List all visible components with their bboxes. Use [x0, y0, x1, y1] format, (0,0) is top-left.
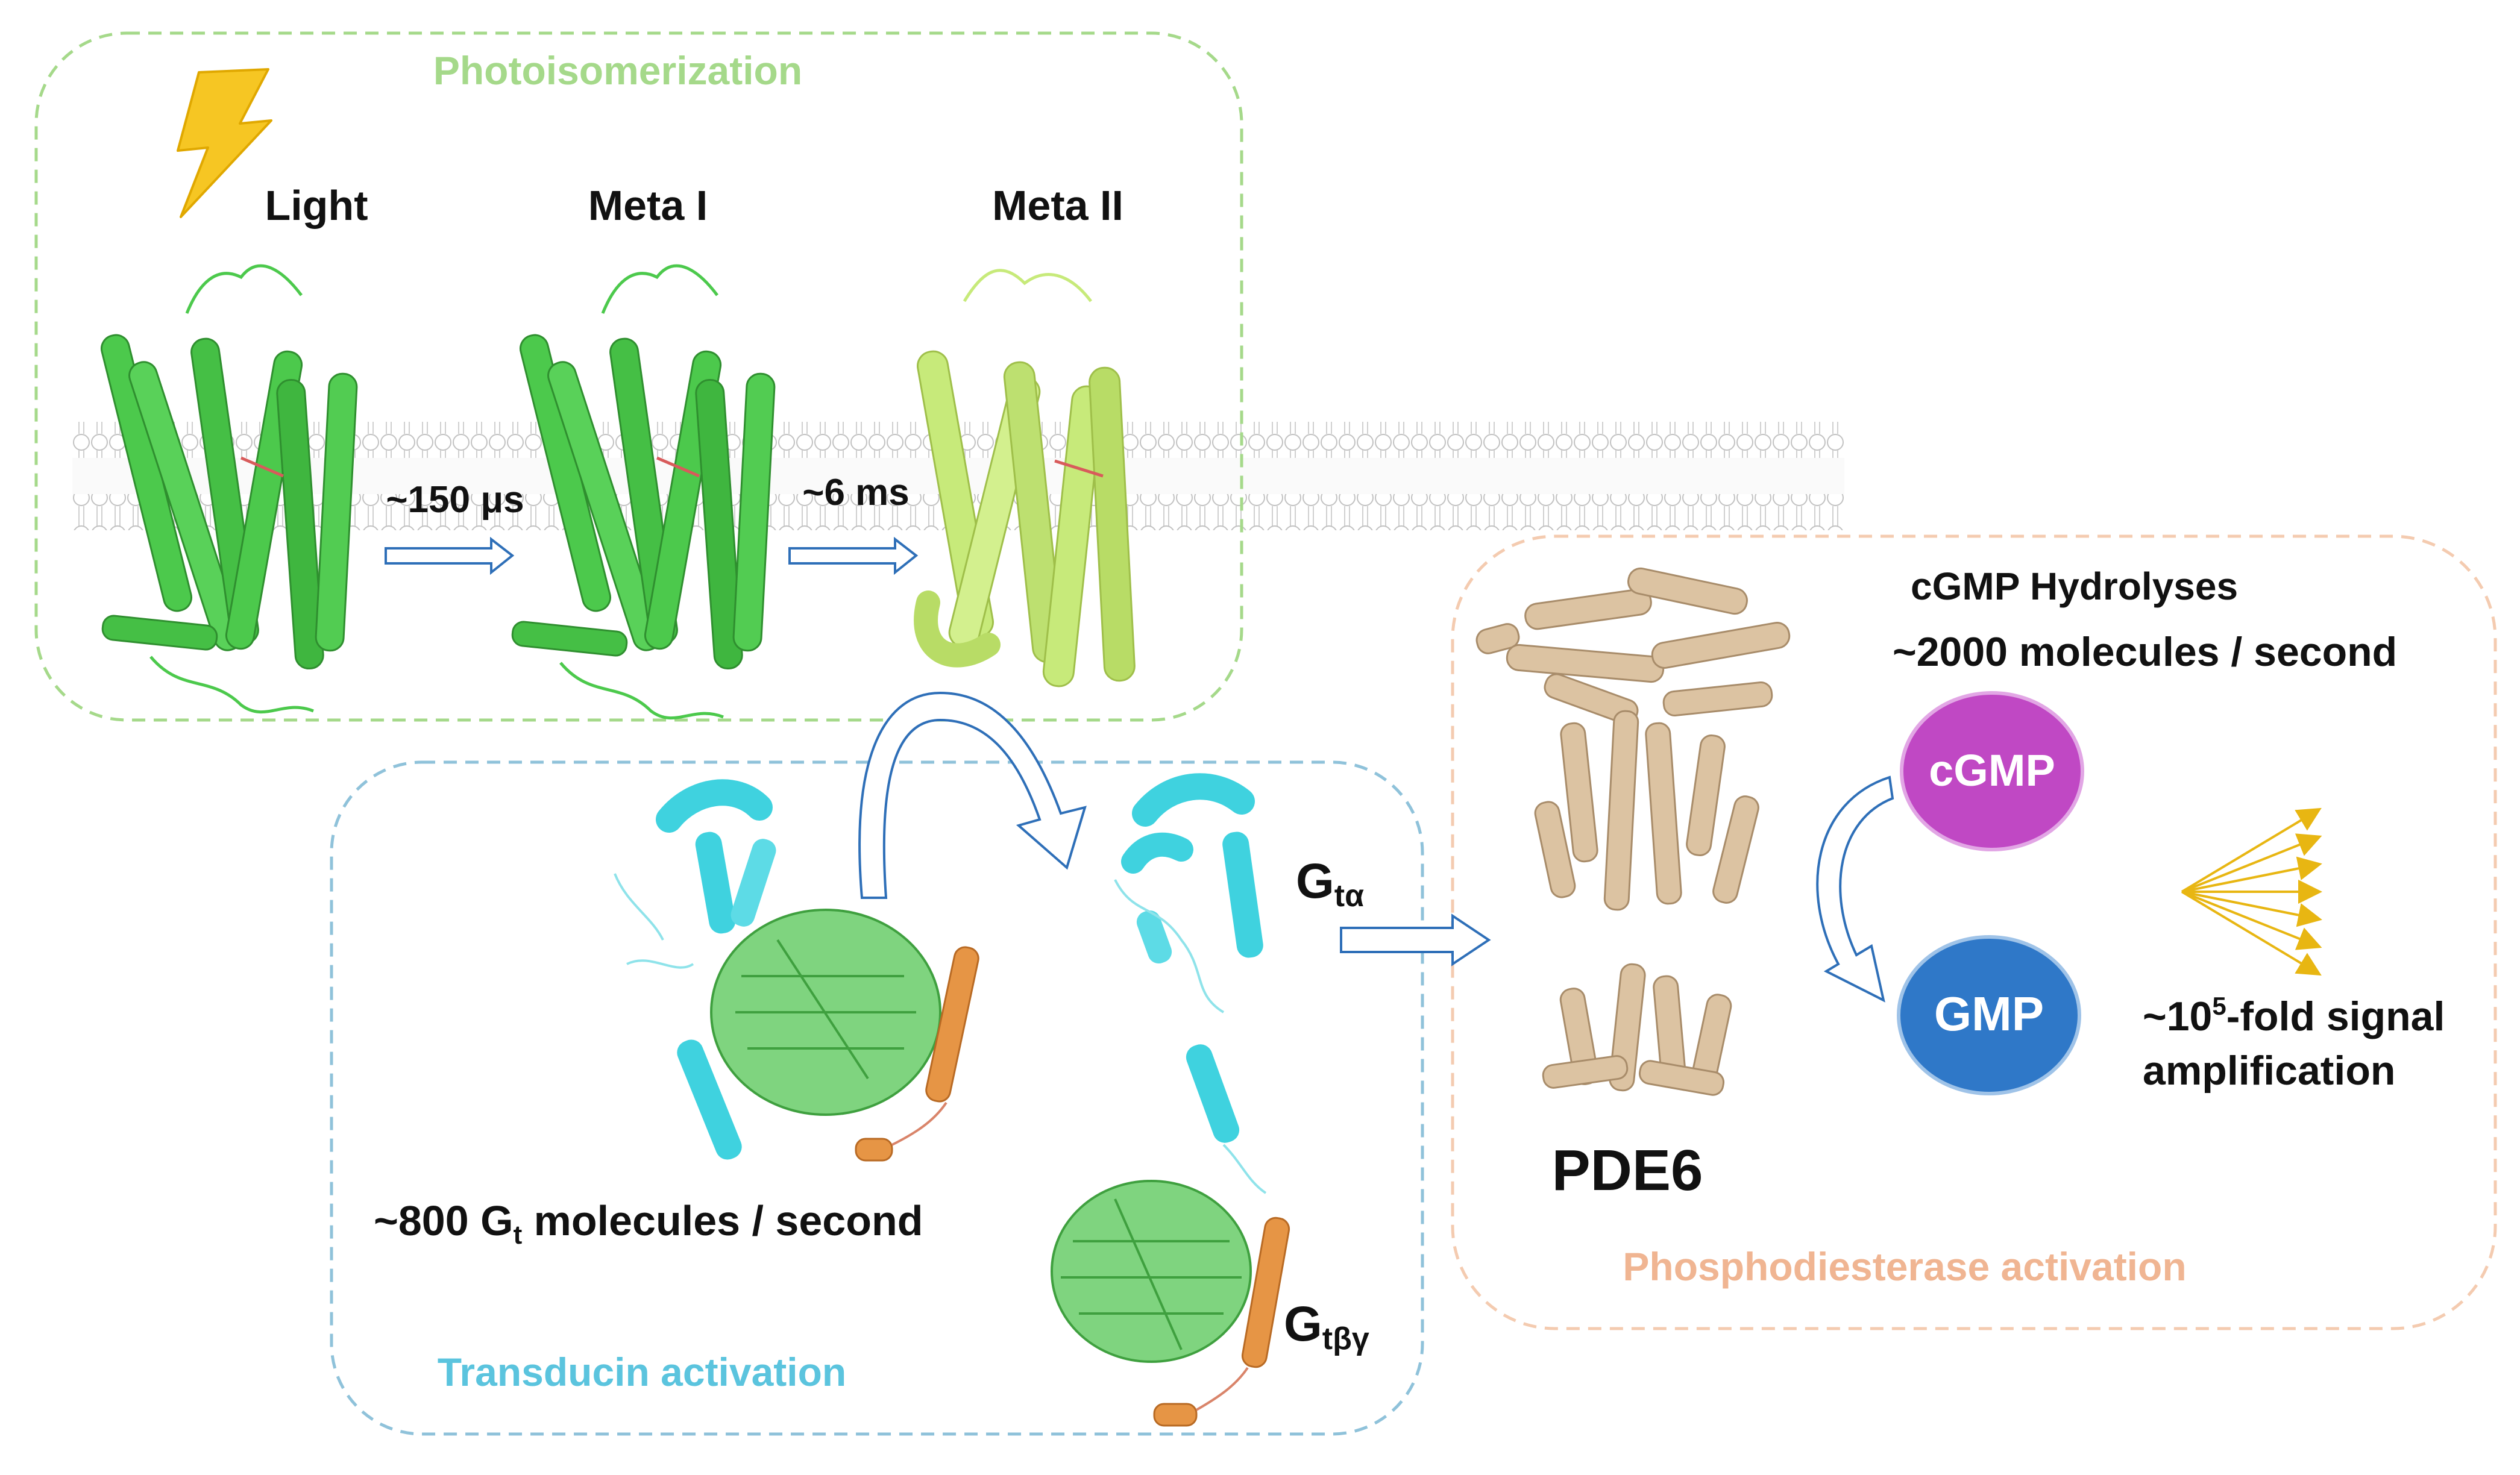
- transducin-box: [330, 760, 1424, 1436]
- state-label-meta2: Meta II: [992, 182, 1123, 229]
- photoisomerization-box: [34, 31, 1243, 722]
- g-t-beta-gamma-structure: [1051, 1180, 1290, 1427]
- amplification-line-2: amplification: [2143, 1048, 2395, 1094]
- lightning-bolt-icon: [177, 68, 272, 218]
- amplification-line-1: ~105-fold signal: [2143, 992, 2445, 1039]
- g-t-beta-gamma-label: Gtβγ: [1284, 1297, 1369, 1356]
- amplification-arrows-icon: [2181, 807, 2322, 976]
- activation-curved-arrow: [858, 691, 1087, 899]
- rhodopsin-meta2-structure: [914, 269, 1136, 687]
- phosphodiesterase-title: Phosphodiesterase activation: [1623, 1244, 2186, 1289]
- gmp-circle: [1897, 935, 2081, 1095]
- state-label-light: Light: [265, 182, 368, 229]
- transducin-heterotrimer-structure: [614, 779, 979, 1162]
- cgmp-hydrolysis-rate: ~2000 molecules / second: [1893, 629, 2397, 675]
- pde6-structure: [1475, 567, 1791, 1096]
- rhodopsin-dark-structure: [101, 264, 358, 714]
- cgmp-circle: [1900, 691, 2084, 851]
- rhodopsin-meta1-structure: [511, 264, 776, 720]
- g-t-alpha-label: Gtα: [1296, 854, 1364, 913]
- state-label-meta1: Meta I: [588, 182, 708, 229]
- timing-arrow-1: [385, 536, 515, 575]
- cgmp-label: cGMP: [1929, 745, 2055, 795]
- timing-label-6ms: ~6 ms: [802, 472, 910, 513]
- g-alpha-to-pde-arrow: [1340, 913, 1491, 966]
- g-t-alpha-structure: [1114, 773, 1267, 1194]
- hydrolysis-curved-arrow: [1816, 775, 1894, 1003]
- pde6-label: PDE6: [1552, 1138, 1703, 1203]
- transducin-rate-label: ~800 Gt molecules / second: [374, 1197, 923, 1250]
- timing-arrow-2: [788, 536, 919, 575]
- gmp-label: GMP: [1934, 987, 2044, 1041]
- transducin-title: Transducin activation: [438, 1350, 847, 1394]
- cgmp-hydrolysis-title: cGMP Hydrolyses: [1911, 565, 2238, 608]
- photoisomerization-title: Photoisomerization: [433, 48, 802, 93]
- timing-label-150us: ~150 μs: [386, 479, 524, 521]
